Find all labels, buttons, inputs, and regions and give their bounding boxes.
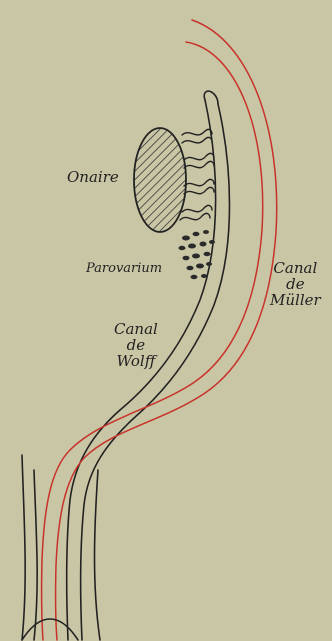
label-canal-de-muller: Canal de Müller [270,261,321,308]
label-canal-de-wolff: Canal de Wolff [114,322,158,369]
label-wolff-line-3: Wolff [114,354,158,370]
label-parovarium: Parovarium [86,262,162,276]
ovary [134,128,186,232]
mullerian-duct [42,20,277,640]
label-muller-line-3: Müller [270,293,321,309]
parovarium-cluster [179,230,216,279]
label-ovaire: Onaire [67,170,119,186]
